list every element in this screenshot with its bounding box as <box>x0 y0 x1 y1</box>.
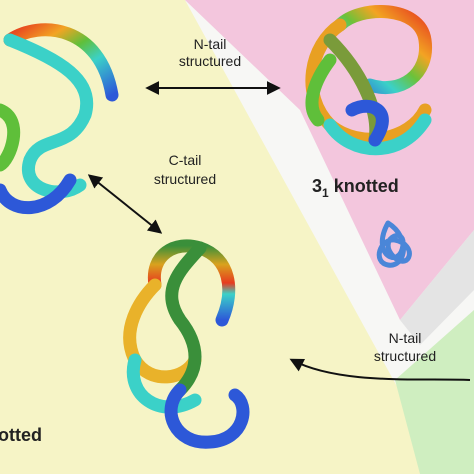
knotted-31-main: 3 <box>312 176 322 196</box>
top-left-chain-icon <box>0 23 119 215</box>
n-tail-bottom-label-2: structured <box>374 348 436 364</box>
region-separator <box>400 230 474 345</box>
c-tail-label-1: C-tail <box>169 152 202 168</box>
c-tail-label-2: structured <box>154 171 216 187</box>
c-tail-arrow <box>87 174 163 234</box>
n-tail-top-label-2: structured <box>179 53 241 69</box>
region-bottom-right <box>395 310 474 474</box>
bottom-chain-icon <box>123 239 250 449</box>
knotted-31-word: knotted <box>329 176 399 196</box>
n-tail-bottom-arrow <box>289 358 471 381</box>
knotted-31-sub: 1 <box>322 186 329 200</box>
top-right-chain-icon <box>305 5 433 156</box>
region-unknotted <box>0 0 445 474</box>
knotted-partial-label: otted <box>0 425 42 445</box>
n-tail-top-label-1: N-tail <box>194 36 227 52</box>
n-tail-bottom-label-1: N-tail <box>389 330 422 346</box>
trefoil-icon <box>376 220 412 268</box>
knotted-31-label: 31 knotted <box>312 176 399 200</box>
